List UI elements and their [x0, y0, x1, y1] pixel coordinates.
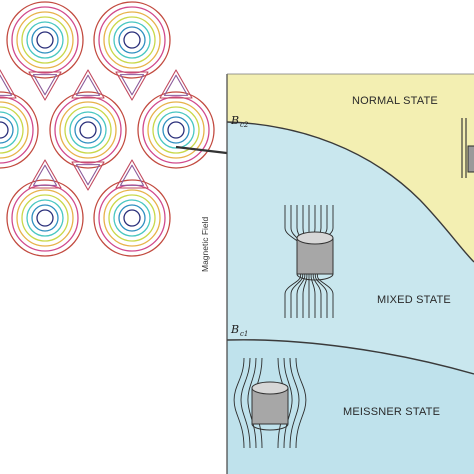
- sample-cylinder-body: [296, 237, 334, 275]
- upper-critical-field-label: B c2: [230, 114, 249, 129]
- meissner-state-region: [227, 339, 474, 474]
- expelled-field-line: [233, 357, 245, 449]
- svg-text:c2: c2: [240, 121, 249, 129]
- expelled-field-line: [240, 357, 251, 449]
- vortex-core: [93, 179, 171, 257]
- interstitial-contour: [0, 69, 17, 99]
- vortex-contours: [0, 1, 215, 257]
- interstitial-contours: [0, 69, 193, 191]
- upper-critical-field-curve: [227, 121, 474, 263]
- svg-text:B: B: [230, 323, 239, 336]
- mixed-state-sample: [284, 205, 334, 318]
- meissner-state-label: MEISSNER STATE: [343, 406, 440, 418]
- interstitial-contour: [115, 159, 149, 189]
- svg-text:c1: c1: [240, 330, 248, 338]
- expelled-field-line: [247, 357, 257, 449]
- normal-state-label: NORMAL STATE: [352, 95, 438, 107]
- lower-critical-field-curve: [227, 339, 474, 375]
- svg-text:B: B: [230, 114, 239, 127]
- expelled-field-line: [295, 357, 307, 449]
- interstitial-contour: [28, 71, 62, 101]
- sample-cylinder-top: [296, 231, 334, 245]
- interstitial-contour: [159, 69, 193, 99]
- vortex-core: [6, 1, 84, 79]
- interstitial-contour: [28, 159, 62, 189]
- meissner-state-sample: [233, 357, 307, 449]
- expelled-field-line: [289, 357, 300, 449]
- interstitial-contour: [115, 71, 149, 101]
- vortex-core: [93, 1, 171, 79]
- vortex-core: [49, 91, 127, 169]
- expelled-field-line: [283, 357, 293, 449]
- lower-critical-field-label: B c1: [230, 323, 248, 338]
- interstitial-contour: [71, 161, 105, 191]
- interstitial-contour: [71, 69, 105, 99]
- vortex-core: [0, 91, 39, 169]
- normal-state-sample: [461, 118, 474, 178]
- y-axis-label: Magnetic Field: [200, 216, 210, 272]
- sample-cylinder-top: [251, 381, 289, 395]
- phase-diagram: NORMAL STATE MIXED STATE MEISSNER STATE …: [200, 73, 474, 474]
- mixed-state-label: MIXED STATE: [377, 294, 451, 306]
- vortex-core: [137, 91, 215, 169]
- vortex-lattice-inset: [0, 0, 215, 257]
